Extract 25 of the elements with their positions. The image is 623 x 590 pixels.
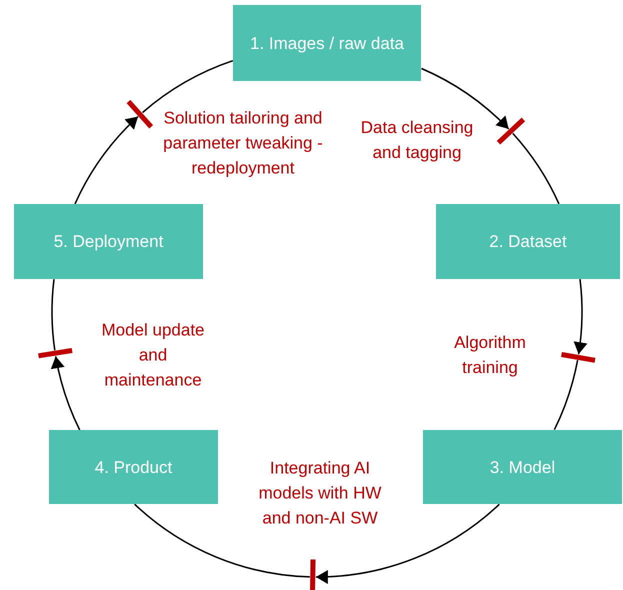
arrow: [573, 279, 588, 354]
process-box: 2. Dataset: [436, 204, 620, 279]
connector-line: [134, 504, 310, 578]
arrow: [316, 504, 500, 584]
edge-label: Algorithm training: [453, 332, 527, 379]
arrow: [421, 68, 510, 130]
edge-label: Integrating AI models with HW and non-AI SW: [258, 458, 382, 530]
bar-marker: [36, 348, 75, 358]
arrow: [74, 116, 139, 204]
edge-label: Model update and maintenance: [100, 320, 206, 392]
arrow: [51, 356, 80, 430]
bar-marker: [558, 352, 598, 363]
process-box: 3. Model: [423, 430, 622, 504]
edge-label: Data cleansing and tagging: [360, 117, 474, 164]
edge-label: Solution tailoring and parameter tweaking - redeployment: [163, 108, 323, 180]
bar-marker: [496, 117, 526, 146]
process-box: 4. Product: [49, 430, 218, 504]
connector-line: [554, 360, 578, 430]
connector-line: [51, 279, 56, 350]
connector-line: [512, 132, 560, 204]
bar-marker: [310, 557, 316, 590]
bar-marker: [126, 99, 154, 130]
process-box: 5. Deployment: [14, 204, 203, 279]
process-box: 1. Images / raw data: [233, 5, 421, 81]
connector-line: [142, 60, 234, 114]
